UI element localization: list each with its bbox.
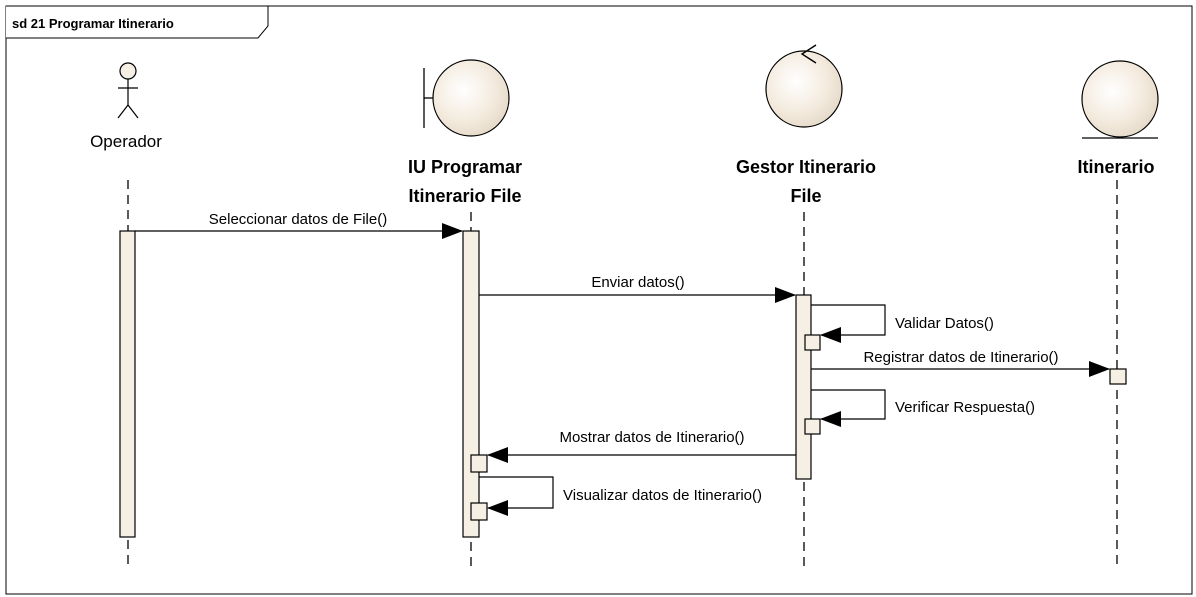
message-5-arrow (811, 389, 886, 427)
activation-gestor (795, 294, 812, 480)
boundary-icon (423, 59, 510, 137)
message-4-label: Registrar datos de Itinerario() (863, 349, 1058, 366)
message-7-arrow (479, 476, 554, 516)
activation-bars (119, 230, 1127, 538)
frame-title: sd 21 Programar Itinerario (12, 16, 174, 31)
message-7-label: Visualizar datos de Itinerario() (563, 487, 762, 504)
activation-gestor-validar (804, 334, 821, 351)
lifeline-operador: Operador (90, 62, 162, 151)
messages (135, 223, 1110, 516)
message-labels: Seleccionar datos de File() Enviar datos… (209, 211, 1059, 504)
lifeline-itinerario-label: Itinerario (1077, 157, 1154, 177)
message-3-arrow (811, 304, 886, 343)
control-icon (765, 44, 843, 128)
lifeline-iu-title-line1: IU Programar (408, 157, 522, 177)
message-3-label: Validar Datos() (895, 315, 994, 332)
lifeline-iu: IU Programar Itinerario File (408, 59, 522, 206)
message-1-label: Seleccionar datos de File() (209, 211, 387, 228)
entity-icon (1081, 60, 1159, 139)
message-2-label: Enviar datos() (591, 274, 684, 291)
message-6-label: Mostrar datos de Itinerario() (559, 429, 744, 446)
lifeline-gestor: Gestor Itinerario File (736, 44, 876, 206)
sequence-frame: sd 21 Programar Itinerario (5, 5, 1193, 595)
activation-gestor-verificar (804, 418, 821, 435)
frame-title-tab (6, 5, 269, 39)
lifeline-gestor-title-line1: Gestor Itinerario (736, 157, 876, 177)
lifeline-gestor-title-line2: File (790, 186, 821, 206)
lifeline-itinerario: Itinerario (1077, 60, 1159, 177)
lifeline-operador-label: Operador (90, 132, 162, 151)
message-5-label: Verificar Respuesta() (895, 399, 1035, 416)
activation-iu (462, 230, 480, 538)
activation-operador (119, 230, 136, 538)
activation-iu-visualizar (470, 502, 488, 521)
actor-icon (117, 62, 139, 119)
activation-itinerario (1109, 368, 1127, 385)
lifeline-iu-title-line2: Itinerario File (408, 186, 521, 206)
activation-iu-mostrar (470, 454, 488, 473)
